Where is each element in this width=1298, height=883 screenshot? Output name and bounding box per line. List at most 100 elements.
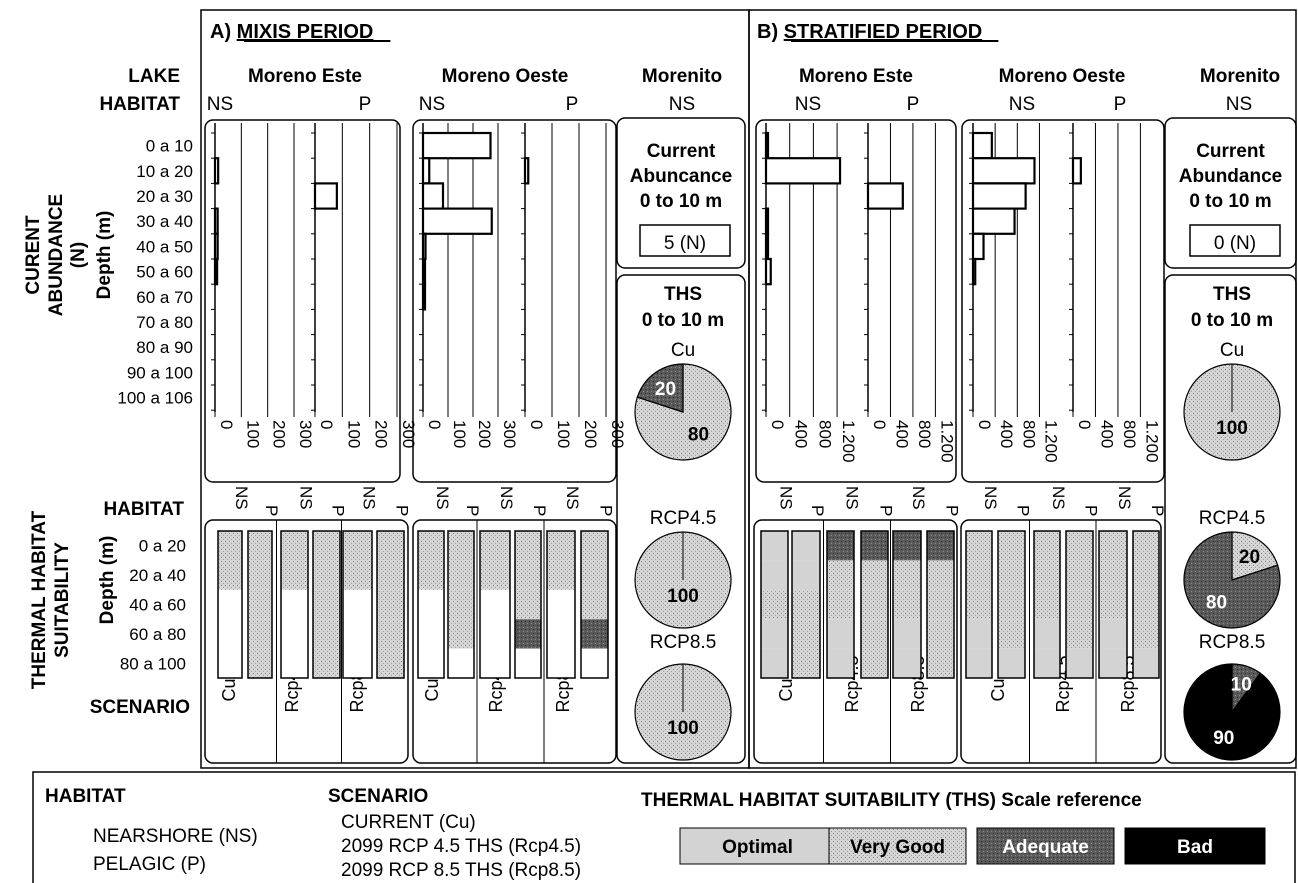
ths-cell xyxy=(218,619,242,649)
pie-slice xyxy=(1231,531,1279,581)
ths-cell xyxy=(248,589,272,620)
ths-cell xyxy=(281,531,308,561)
x-tick-label: 0 xyxy=(1075,420,1094,429)
pie-value-label: 90 xyxy=(1213,728,1234,749)
ths-cell xyxy=(581,589,608,620)
ths-label-1: THERMAL HABITAT xyxy=(29,510,50,689)
habitat-code: NS xyxy=(795,94,821,115)
pie-value-label: 20 xyxy=(1239,547,1260,568)
ths-column-P-Rcp4.5 xyxy=(312,530,341,679)
ths-cell xyxy=(1133,589,1159,620)
ths-cell xyxy=(1034,560,1060,590)
ths-cell xyxy=(827,531,854,561)
ths-column-NS-Rcp4.5 xyxy=(280,530,309,679)
depth-tick-label: 60 a 70 xyxy=(136,288,193,307)
ths-column-outline xyxy=(860,530,889,679)
pie-RCP8.5: 100 xyxy=(634,663,732,761)
scale-label: Bad xyxy=(1177,837,1213,858)
ths-cell xyxy=(966,531,992,561)
ths-pie-box xyxy=(1164,274,1297,764)
ths-cell xyxy=(248,619,272,649)
x-tick-label: 0 xyxy=(317,420,336,429)
ths-cell xyxy=(515,619,541,649)
ths-column-outline xyxy=(997,530,1026,679)
ths-cell xyxy=(480,531,510,561)
x-tick-label: 100 xyxy=(554,420,573,448)
x-tick-label: 400 xyxy=(1097,420,1116,448)
x-tick-label: 400 xyxy=(892,420,911,448)
ths-label-2: SUITABILITY xyxy=(52,542,73,658)
legend-habitat-p: PELAGIC (P) xyxy=(93,854,206,875)
x-tick-label: 800 xyxy=(815,420,834,448)
ths-cell xyxy=(1034,648,1060,678)
scenario-label: Cu xyxy=(776,678,796,701)
abundance-bar xyxy=(764,131,770,160)
ths-cell xyxy=(248,560,272,590)
ths-cell xyxy=(418,619,444,649)
abundance-bar xyxy=(764,157,842,185)
ths-column-outline xyxy=(217,530,243,679)
ths-cell xyxy=(998,648,1025,678)
ths-habitat-label: P xyxy=(329,505,348,516)
ths-cell xyxy=(343,619,372,649)
abundance-bar xyxy=(971,131,993,160)
habitat-code: P xyxy=(1114,94,1127,115)
ths-cell xyxy=(448,560,474,590)
scale-item-bad: Bad xyxy=(1124,827,1266,865)
ths-column-outline xyxy=(1098,530,1128,679)
ths-cell xyxy=(448,648,474,678)
ths-cell xyxy=(792,589,820,620)
ths-column-P-Cu xyxy=(447,530,475,679)
pie-RCP4.5: 100 xyxy=(634,531,732,629)
pie-slice xyxy=(1183,531,1281,629)
abundance-bar xyxy=(421,207,493,235)
ths-cell xyxy=(792,619,820,649)
ths-cell xyxy=(761,589,788,620)
lake-label: LAKE xyxy=(128,66,180,87)
pie-scenario-label: RCP4.5 xyxy=(1199,508,1266,529)
ths-column-outline xyxy=(760,530,789,679)
ths-cell xyxy=(480,589,510,620)
abundance-plot-Moreno Este-NS: 04008001.200 xyxy=(762,123,858,463)
pie-scenario-label: RCP8.5 xyxy=(1199,632,1266,653)
pie-slice xyxy=(636,363,684,413)
current-abundance-title: 0 to 10 m xyxy=(640,191,722,212)
scale-item-adequate: Adequate xyxy=(976,827,1115,865)
ths-cell xyxy=(893,589,921,620)
abundance-bar xyxy=(971,232,985,261)
current-abundance-title: Current xyxy=(1196,141,1265,162)
x-tick-label: 300 xyxy=(500,420,519,448)
x-tick-label: 200 xyxy=(581,420,600,448)
ths-depth-tick-label: 80 a 100 xyxy=(120,654,186,673)
ths-cell xyxy=(581,619,608,649)
x-tick-label: 100 xyxy=(344,420,363,448)
ths-column-P-Cu xyxy=(247,530,273,679)
ths-cell xyxy=(792,648,820,678)
ths-frame xyxy=(753,519,958,764)
ths-habitat-label: NS xyxy=(232,486,251,510)
ths-cell xyxy=(343,560,372,590)
ths-cell xyxy=(377,531,404,561)
ths-cell xyxy=(313,560,340,590)
ths-cell xyxy=(1133,648,1159,678)
pie-scenario-label: Cu xyxy=(671,340,695,361)
depth-tick-label: 70 a 80 xyxy=(136,313,193,332)
habitat-code: NS xyxy=(669,94,695,115)
ths-cell xyxy=(861,589,888,620)
pie-value-label: 80 xyxy=(1206,592,1227,613)
ths-cell xyxy=(448,531,474,561)
ths-habitat-label: NS xyxy=(777,486,796,510)
abundance-bar xyxy=(313,182,338,210)
pie-value-label: 20 xyxy=(655,379,676,400)
ths-cell xyxy=(281,560,308,590)
depth-tick-label: 90 a 100 xyxy=(127,363,193,382)
ths-cell xyxy=(515,648,541,678)
ths-cell xyxy=(761,648,788,678)
ths-cell xyxy=(218,560,242,590)
scale-item-verygood: Very Good xyxy=(828,827,967,865)
ths-column-P-Rcp4.5 xyxy=(1065,530,1094,679)
ths-cell xyxy=(927,648,954,678)
legend-frame xyxy=(32,771,1296,883)
ths-column-P-Rcp4.5 xyxy=(860,530,889,679)
